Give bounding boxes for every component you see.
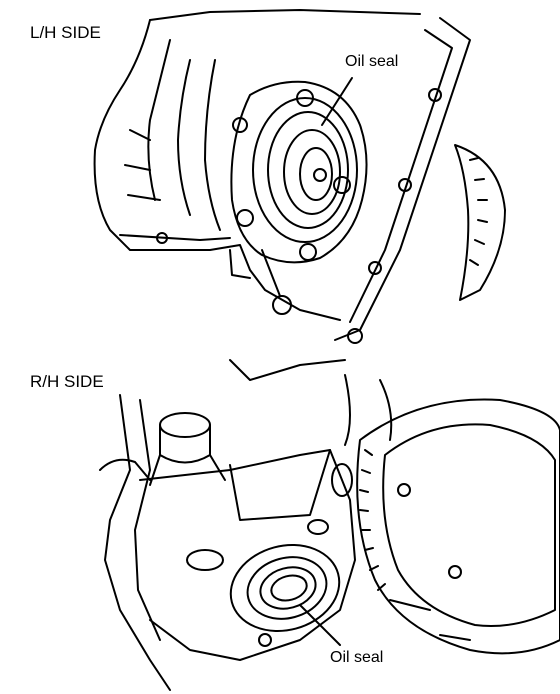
lh-block-outline bbox=[93, 19, 341, 321]
rh-oil-seal-callout: Oil seal bbox=[330, 649, 384, 666]
lh-flywheel-teeth bbox=[469, 157, 488, 266]
rh-oil-seal-leader bbox=[299, 604, 341, 646]
rh-filler-cap-top bbox=[159, 412, 211, 438]
lh-block-upper bbox=[149, 9, 421, 21]
rh-flywheel-outer bbox=[356, 398, 560, 655]
lh-plate-bolt-4 bbox=[347, 328, 363, 344]
rh-block-top bbox=[229, 359, 346, 381]
rh-flywheel-slot-2 bbox=[439, 634, 471, 641]
rh-pipe bbox=[99, 458, 151, 481]
lh-seal-ring-1 bbox=[252, 97, 358, 243]
rh-flywheel-teeth bbox=[359, 449, 386, 591]
rh-housing-outline bbox=[139, 449, 356, 661]
rh-housing-hole-3 bbox=[331, 463, 353, 497]
lh-plate-bolt-1 bbox=[428, 88, 442, 102]
lh-lower-edge bbox=[229, 249, 251, 279]
lh-retainer-bolt-6 bbox=[272, 295, 292, 315]
rh-filler-neck bbox=[149, 454, 226, 486]
lh-rib-4 bbox=[124, 129, 161, 201]
rh-flywheel-hole-1 bbox=[397, 483, 411, 497]
rh-flywheel-hole-2 bbox=[448, 565, 462, 579]
rh-block-left-edge bbox=[104, 394, 171, 691]
rh-seal-mid bbox=[246, 556, 328, 620]
lh-flywheel-arc bbox=[454, 144, 506, 301]
rh-flywheel-edge bbox=[344, 374, 393, 446]
lh-retainer-outline bbox=[230, 80, 368, 264]
lh-seal-center bbox=[313, 168, 327, 182]
rh-housing-hole-2 bbox=[307, 519, 329, 535]
rh-flywheel-slot-1 bbox=[389, 599, 431, 611]
lh-engine-drawing bbox=[93, 9, 506, 344]
lh-plate-outer bbox=[334, 17, 471, 341]
lh-seal-ring-4 bbox=[299, 147, 333, 201]
rh-housing-bolt bbox=[258, 633, 272, 647]
rh-seal-inner bbox=[259, 566, 317, 610]
lh-side-label: L/H SIDE bbox=[30, 23, 101, 42]
lh-plate-inner bbox=[349, 29, 453, 323]
lh-small-hole bbox=[156, 232, 168, 244]
lh-oil-seal-callout: Oil seal bbox=[345, 53, 399, 70]
lh-retainer-bolt-1 bbox=[296, 89, 314, 107]
lh-plate-bolt-3 bbox=[368, 261, 382, 275]
rh-flywheel-inner bbox=[382, 423, 556, 627]
lh-oil-seal-leader bbox=[321, 77, 353, 126]
lh-retainer-bolt-5 bbox=[299, 243, 317, 261]
lh-plate-bolt-2 bbox=[398, 178, 412, 192]
lh-retainer-bolt-3 bbox=[333, 176, 351, 194]
lh-seal-ring-3 bbox=[283, 129, 341, 215]
lh-flange-edge bbox=[119, 234, 231, 241]
rh-seal-outer bbox=[229, 544, 341, 632]
rh-housing-rib bbox=[229, 449, 331, 521]
rh-housing-hole-1 bbox=[186, 549, 224, 571]
lh-retainer-bolt-4 bbox=[236, 209, 254, 227]
rh-engine-drawing bbox=[99, 359, 560, 691]
rh-filler-cap-body bbox=[159, 424, 211, 464]
lh-seal-ring-2 bbox=[267, 111, 349, 229]
lh-bolt-stem bbox=[261, 249, 281, 297]
lh-retainer-bolt-2 bbox=[232, 117, 248, 133]
lh-rib-2 bbox=[177, 59, 191, 216]
rh-seal-lip bbox=[270, 574, 308, 602]
rh-block-left-inner bbox=[134, 399, 161, 641]
rh-side-label: R/H SIDE bbox=[30, 372, 104, 391]
lh-rib-3 bbox=[204, 59, 221, 231]
lh-rib-1 bbox=[147, 39, 171, 201]
